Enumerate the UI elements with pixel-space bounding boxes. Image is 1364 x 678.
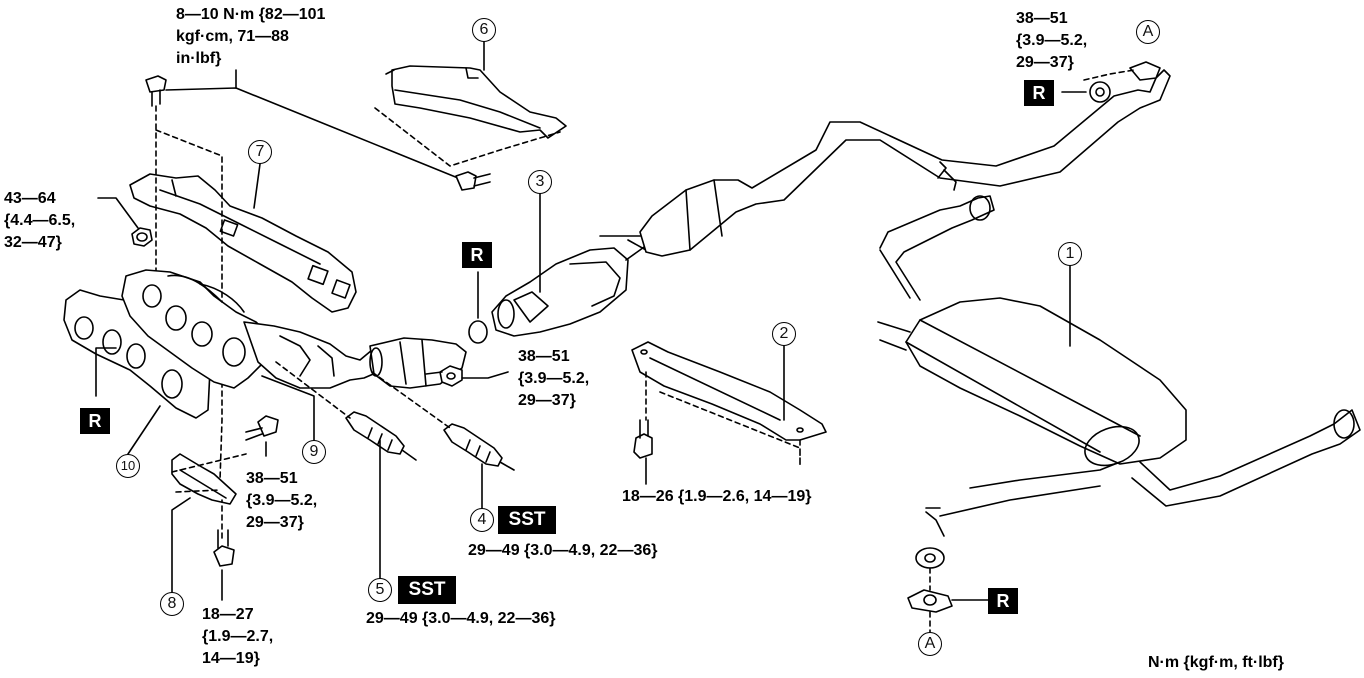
- main-silencer: [877, 195, 1361, 537]
- torque-nut-3-line3: 29—37}: [518, 392, 576, 409]
- torque-hanger-top-line2: {3.9—5.2,: [1016, 32, 1088, 49]
- sst-tag-sensor-4: SST: [498, 506, 556, 534]
- converter-nut: [425, 365, 463, 387]
- callout-7: 7: [248, 140, 272, 164]
- callout-a-top: A: [1136, 20, 1160, 44]
- torque-nut-7-line3: 32—47}: [4, 234, 62, 251]
- manifold-hidden-line: [155, 129, 223, 481]
- leader-hanger-top: [1083, 69, 1135, 81]
- sst-tag-sensor-5: SST: [398, 576, 456, 604]
- bracket-bolt-lower: [213, 529, 235, 567]
- torque-bolt-8-line1: 18—27: [202, 606, 254, 623]
- manifold-gasket: [63, 289, 211, 419]
- replace-tag-gasket: R: [462, 242, 492, 268]
- callout-10: 10: [116, 454, 140, 478]
- exhaust-manifold: [121, 269, 271, 389]
- torque-nut-3-line2: {3.9—5.2,: [518, 370, 590, 387]
- leader-num-10: [127, 405, 161, 455]
- rubber-hanger-top: [1089, 61, 1161, 103]
- heat-insulator-upper: [385, 65, 567, 139]
- replace-tag-manifold-gasket: R: [80, 408, 110, 434]
- torque-sensor-5: 29—49 {3.0—4.9, 22—36}: [366, 610, 556, 627]
- torque-bolt-6-line3: in·lbf}: [176, 50, 222, 67]
- torque-nut-3-line1: 38—51: [518, 348, 570, 365]
- torque-bolt-6-line2: kgf·cm, 71—88: [176, 28, 289, 45]
- leader-insulator-6: [374, 107, 561, 167]
- front-pipe-gasket: [468, 320, 488, 344]
- torque-bolt-8-line3: 14—19}: [202, 650, 260, 667]
- callout-4: 4: [470, 508, 494, 532]
- leader-r-gasket-left: [95, 347, 117, 397]
- catalytic-converter: [491, 235, 649, 337]
- replace-tag-hanger-top: R: [1024, 80, 1054, 106]
- callout-6: 6: [472, 18, 496, 42]
- units-note: N·m {kgf·m, ft·lbf}: [1148, 654, 1284, 671]
- torque-bolt-9-line1: 38—51: [246, 470, 298, 487]
- insulator-bolt: [455, 171, 491, 191]
- torque-bolt-6-line1: 8—10 N·m {82—101: [176, 6, 326, 23]
- torque-hanger-top-line1: 38—51: [1016, 10, 1068, 27]
- leader-num-8: [171, 497, 191, 593]
- torque-nut-7-line2: {4.4—6.5,: [4, 212, 76, 229]
- leader-bracket-hidden: [645, 371, 801, 467]
- torque-nut-7-line1: 43—64: [4, 190, 56, 207]
- leader-num-9: [261, 375, 315, 441]
- heat-insulator-manifold: [129, 173, 357, 313]
- replace-tag-hanger-bottom: R: [988, 588, 1018, 614]
- bracket-bolt: [633, 419, 653, 459]
- leader-nut-3: [461, 371, 509, 379]
- callout-8: 8: [160, 592, 184, 616]
- callout-a-bottom: A: [918, 632, 942, 656]
- front-converter-pipe: [243, 321, 467, 389]
- oxygen-sensor-front: [345, 411, 417, 461]
- manifold-insulator-nut: [131, 227, 153, 247]
- callout-9: 9: [302, 440, 326, 464]
- callout-3: 3: [528, 170, 552, 194]
- leader-sensor-5: [275, 361, 351, 419]
- torque-bracket-bolt: 18—26 {1.9—2.6, 14—19}: [622, 488, 812, 505]
- leader-num-7: [253, 163, 261, 209]
- leader-bracket-8-hidden: [171, 453, 247, 493]
- manifold-bracket: [171, 453, 237, 505]
- middle-pipe: [639, 69, 1171, 257]
- rubber-hanger-bottom: [907, 547, 953, 613]
- torque-hanger-top-line3: 29—37}: [1016, 54, 1074, 71]
- torque-sensor-4: 29—49 {3.0—4.9, 22—36}: [468, 542, 658, 559]
- bolt-insulator-top: [145, 75, 167, 107]
- callout-2: 2: [772, 322, 796, 346]
- torque-bolt-8-line2: {1.9—2.7,: [202, 628, 274, 645]
- torque-bolt-9-line2: {3.9—5.2,: [246, 492, 318, 509]
- leader-nut-43: [97, 197, 139, 229]
- bracket: [631, 341, 827, 441]
- leader-sensor-4: [371, 371, 451, 429]
- torque-bolt-9-line3: 29—37}: [246, 514, 304, 531]
- oxygen-sensor-rear: [443, 423, 515, 471]
- callout-1: 1: [1058, 242, 1082, 266]
- callout-5: 5: [368, 578, 392, 602]
- bracket-bolt-upper: [245, 415, 279, 441]
